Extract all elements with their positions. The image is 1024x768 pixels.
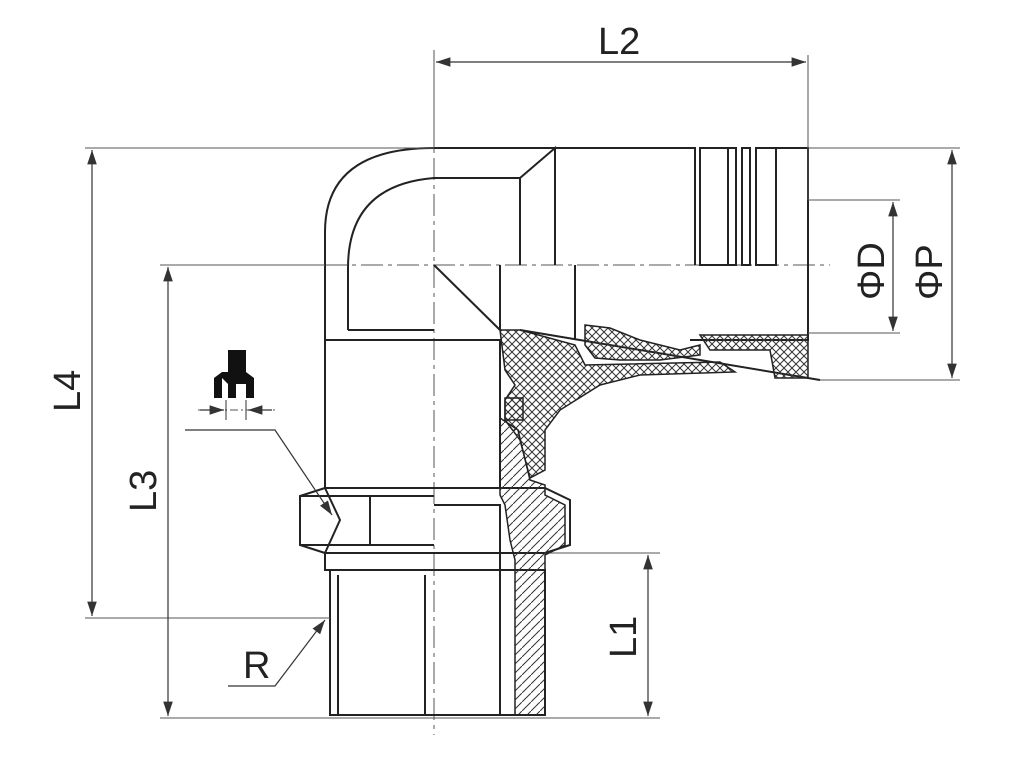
leader-lines: [185, 429, 333, 687]
label-l2: L2: [598, 21, 640, 63]
dimension-lines: [87, 57, 957, 716]
label-l4: L4: [47, 370, 89, 412]
diag-hatch-stem: [499, 416, 566, 716]
wrench-icon: [198, 350, 275, 420]
seal-square: [504, 397, 524, 421]
section-hatching: [499, 324, 809, 716]
crosshatch-ring: [698, 334, 809, 379]
extension-lines: [85, 55, 960, 719]
label-phi-p: ΦP: [909, 244, 951, 300]
label-r: R: [243, 645, 270, 687]
leader-wrench: [185, 429, 333, 516]
center-lines: [325, 50, 830, 735]
label-l1: L1: [603, 616, 645, 658]
leader-r: [228, 619, 326, 687]
collet-teeth: [584, 324, 701, 361]
label-phi-d: ΦD: [851, 242, 893, 300]
label-l3: L3: [123, 470, 165, 512]
fitting-body: [299, 145, 821, 716]
